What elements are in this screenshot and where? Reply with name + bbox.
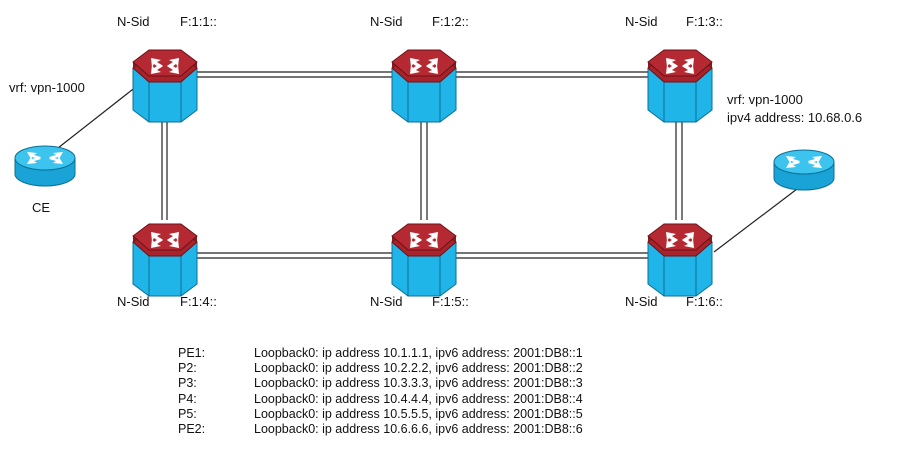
loopback-device: P2: xyxy=(178,361,197,376)
router-pe1[interactable] xyxy=(132,49,198,123)
router-p3[interactable] xyxy=(647,49,713,123)
link-p5-pe2 xyxy=(452,252,650,259)
router-p2-nsid-label: N-Sid xyxy=(370,14,403,29)
link-pe1-p4 xyxy=(161,108,168,220)
link-ce-left-pe1 xyxy=(57,85,138,149)
loopback-text: Loopback0: ip address 10.3.3.3, ipv6 add… xyxy=(254,376,583,391)
link-p3-pe2 xyxy=(675,108,683,220)
router-pe2-nsid-label: N-Sid xyxy=(625,294,658,309)
router-p3-sid: F:1:3:: xyxy=(686,14,723,29)
loopback-text: Loopback0: ip address 10.5.5.5, ipv6 add… xyxy=(254,406,583,421)
loopback-row: PE1: Loopback0: ip address 10.1.1.1, ipv… xyxy=(178,346,583,361)
loopback-row: P2: Loopback0: ip address 10.2.2.2, ipv6… xyxy=(178,361,583,376)
loopback-row: P5: Loopback0: ip address 10.5.5.5, ipv6… xyxy=(178,407,583,422)
loopback-device: PE1: xyxy=(178,346,206,360)
loopback-device: PE2: xyxy=(178,422,206,437)
link-ce-right-pe2 xyxy=(713,188,798,253)
loopback-device: P4: xyxy=(178,391,197,406)
ce-right-device[interactable] xyxy=(773,149,835,191)
loopback-device: P3: xyxy=(178,376,197,391)
router-p4[interactable] xyxy=(132,223,198,297)
router-p4-nsid-label: N-Sid xyxy=(117,294,150,309)
ce-left-vrf: vrf: vpn-1000 xyxy=(9,80,85,95)
loopback-text: Loopback0: ip address 10.2.2.2, ipv6 add… xyxy=(254,361,583,376)
loopback-row: P4: Loopback0: ip address 10.4.4.4, ipv6… xyxy=(178,392,583,407)
ce-right-vrf: vrf: vpn-1000 xyxy=(727,92,803,107)
link-p4-p5 xyxy=(196,252,394,259)
router-p5-nsid-label: N-Sid xyxy=(370,294,403,309)
link-p2-p5 xyxy=(420,108,428,220)
router-pe2-sid: F:1:6:: xyxy=(686,294,723,309)
ce-right-ipv4: ipv4 address: 10.68.0.6 xyxy=(727,110,862,125)
link-pe1-p2 xyxy=(196,71,394,78)
link-p2-p3 xyxy=(452,71,650,78)
loopback-row: PE2: Loopback0: ip address 10.6.6.6, ipv… xyxy=(178,422,583,437)
loopback-text: Loopback0: ip address 10.6.6.6, ipv6 add… xyxy=(254,422,583,437)
router-pe2[interactable] xyxy=(647,223,713,297)
loopback-text: Loopback0: ip address 10.1.1.1, ipv6 add… xyxy=(254,346,583,360)
ce-left-label: CE xyxy=(32,200,50,215)
router-pe1-sid: F:1:1:: xyxy=(180,14,217,29)
loopback-row: P3: Loopback0: ip address 10.3.3.3, ipv6… xyxy=(178,376,583,391)
router-p2-sid: F:1:2:: xyxy=(432,14,469,29)
router-p5-sid: F:1:5:: xyxy=(432,294,469,309)
ce-left-device[interactable] xyxy=(14,145,76,187)
loopback-text: Loopback0: ip address 10.4.4.4, ipv6 add… xyxy=(254,391,583,406)
router-pe1-nsid-label: N-Sid xyxy=(117,14,150,29)
router-p3-nsid-label: N-Sid xyxy=(625,14,658,29)
router-p4-sid: F:1:4:: xyxy=(180,294,217,309)
loopback-table: PE1: Loopback0: ip address 10.1.1.1, ipv… xyxy=(178,346,583,437)
loopback-device: P5: xyxy=(178,406,197,421)
router-p2[interactable] xyxy=(391,49,457,123)
router-p5[interactable] xyxy=(391,223,457,297)
